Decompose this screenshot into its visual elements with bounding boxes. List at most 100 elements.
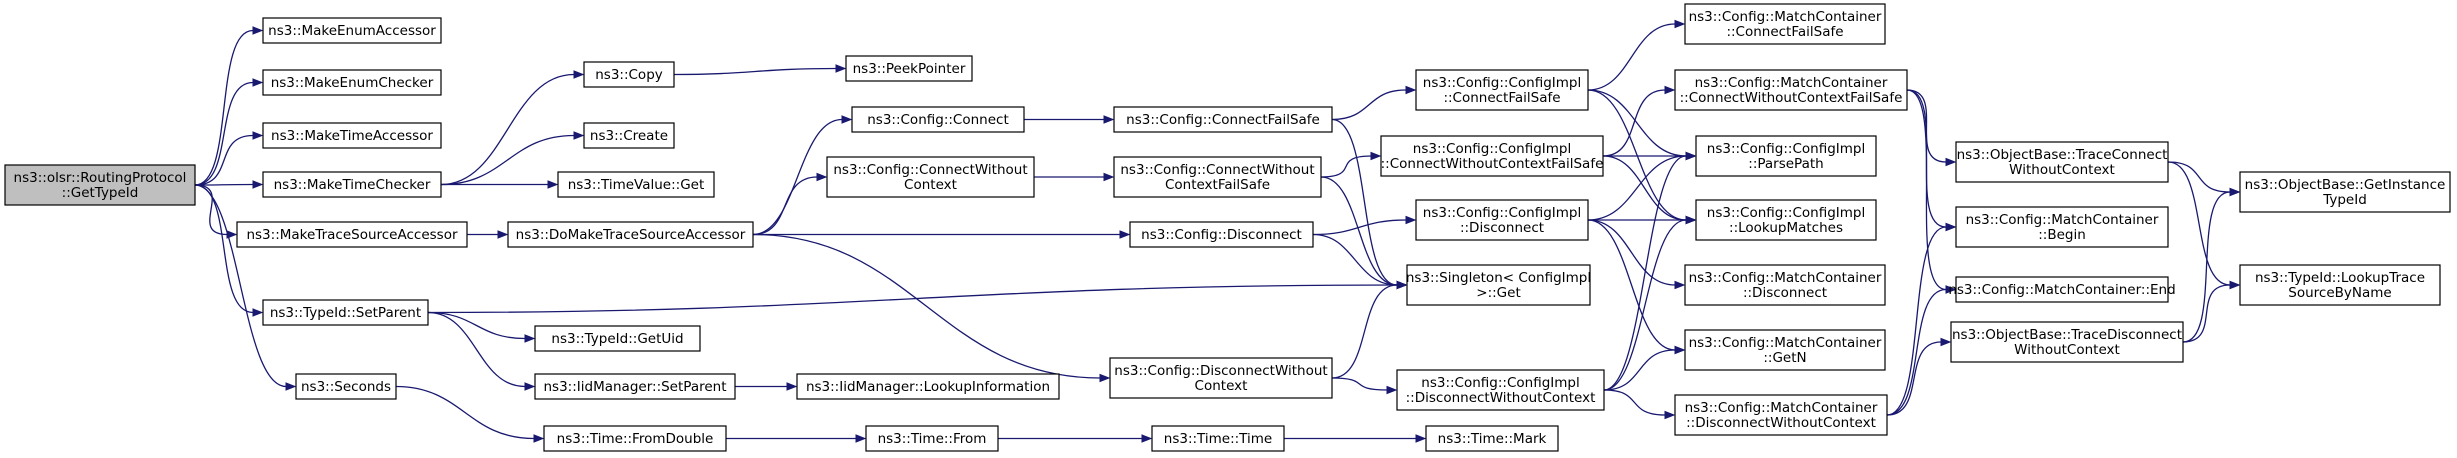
edge-implConnectWOFS-to-mcConnectWOFS xyxy=(1602,85,1676,157)
node-iidLookup[interactable]: ns3::IidManager::LookupInformation xyxy=(796,373,1060,400)
node-box xyxy=(262,122,442,149)
node-label: ::Disconnect xyxy=(1743,285,1827,301)
node-lookupMatches[interactable]: ns3::Config::ConfigImpl::LookupMatches xyxy=(1695,199,1877,241)
node-box xyxy=(2239,264,2441,306)
node-implConnectWOFS[interactable]: ns3::Config::ConfigImpl::ConnectWithoutC… xyxy=(1380,135,1604,177)
edge-arrowhead xyxy=(1396,280,1408,290)
edge-cfgDisconnect-to-implDisconnect xyxy=(1312,215,1417,236)
node-singleton[interactable]: ns3::Singleton< ConfigImpl >::Get xyxy=(1406,264,1591,306)
edge-arrowhead xyxy=(1945,285,1957,294)
node-timeFrom[interactable]: ns3::Time::From xyxy=(865,425,999,452)
node-label: ns3::Config::MatchContainer::End xyxy=(1948,282,2175,298)
edge-implConnectWOFS-to-lookupMatches xyxy=(1602,155,1697,225)
node-mcConnectFS[interactable]: ns3::Config::MatchContainer::ConnectFail… xyxy=(1684,3,1886,45)
node-label: TypeId xyxy=(2322,192,2367,208)
node-cfgConnectWO[interactable]: ns3::Config::ConnectWithoutContext xyxy=(826,156,1035,198)
edge-arrowhead xyxy=(573,70,585,79)
edge-cfgDisconnectWO-to-singleton xyxy=(1331,280,1408,379)
node-create[interactable]: ns3::Create xyxy=(583,122,675,149)
node-label: ns3::Singleton< ConfigImpl xyxy=(1406,270,1591,286)
node-box xyxy=(1955,141,2169,183)
node-label: ::Begin xyxy=(2038,227,2086,243)
edge-line xyxy=(1312,233,1398,286)
node-box xyxy=(543,425,727,452)
node-mkEnumAcc[interactable]: ns3::MakeEnumAccessor xyxy=(262,17,442,44)
node-mcEnd[interactable]: ns3::Config::MatchContainer::End xyxy=(1948,276,2176,303)
node-label: ns3::TypeId::SetParent xyxy=(270,305,421,321)
node-label: ns3::Config::MatchContainer xyxy=(1689,9,1882,25)
node-cfgConnectFS[interactable]: ns3::Config::ConnectFailSafe xyxy=(1113,106,1333,133)
node-mcDisconnect[interactable]: ns3::Config::MatchContainer::Disconnect xyxy=(1684,264,1886,306)
node-mcGetN[interactable]: ns3::Config::MatchContainer::GetN xyxy=(1684,329,1886,371)
node-mcConnectWOFS[interactable]: ns3::Config::MatchContainer::ConnectWith… xyxy=(1674,69,1908,111)
node-mcDisconnectWO[interactable]: ns3::Config::MatchContainer::DisconnectW… xyxy=(1674,394,1888,436)
edge-line xyxy=(1603,219,1687,391)
node-box xyxy=(826,156,1035,198)
node-implDisconnectWO[interactable]: ns3::Config::ConfigImpl::DisconnectWitho… xyxy=(1396,369,1605,411)
node-layer: ns3::olsr::RoutingProtocol::GetTypeIdns3… xyxy=(4,3,2451,452)
node-fromDouble[interactable]: ns3::Time::FromDouble xyxy=(543,425,727,452)
node-cfgDisconnectWO[interactable]: ns3::Config::DisconnectWithoutContext xyxy=(1109,357,1333,399)
node-seconds[interactable]: ns3::Seconds xyxy=(295,373,397,400)
node-label: ns3::Config::ConnectWithout xyxy=(833,162,1027,178)
node-label: ns3::IidManager::SetParent xyxy=(544,379,727,395)
node-cfgDisconnect[interactable]: ns3::Config::Disconnect xyxy=(1129,221,1314,248)
node-label: SourceByName xyxy=(2288,285,2391,301)
edge-line xyxy=(1603,155,1687,391)
node-copy[interactable]: ns3::Copy xyxy=(583,61,675,88)
edge-arrowhead xyxy=(1664,410,1676,420)
node-label: ::LookupMatches xyxy=(1729,220,1843,236)
node-obTraceConnectWO[interactable]: ns3::ObjectBase::TraceConnectWithoutCont… xyxy=(1955,141,2169,183)
node-obTraceDisconnectWO[interactable]: ns3::ObjectBase::TraceDisconnectWithoutC… xyxy=(1950,321,2184,363)
edge-root-to-seconds xyxy=(194,184,297,391)
node-timeTime[interactable]: ns3::Time::Time xyxy=(1151,425,1285,452)
node-box xyxy=(1415,69,1589,111)
node-label: ::ConnectFailSafe xyxy=(1726,24,1843,40)
edge-obTraceDisconnectWO-to-tidLookupTrace xyxy=(2182,280,2241,343)
node-label: ns3::IidManager::LookupInformation xyxy=(806,379,1050,395)
node-cfgConnect[interactable]: ns3::Config::Connect xyxy=(851,106,1025,133)
node-label: ns3::Config::ConfigImpl xyxy=(1423,75,1581,91)
edge-line xyxy=(440,134,575,186)
node-label: ns3::Time::Mark xyxy=(1438,431,1547,447)
edge-root-to-mkTimeChk xyxy=(194,180,264,189)
node-mcBegin[interactable]: ns3::Config::MatchContainer::Begin xyxy=(1955,206,2169,248)
node-label: ns3::ObjectBase::TraceConnect xyxy=(1957,147,2168,163)
node-box xyxy=(1129,221,1314,248)
node-doMTSA[interactable]: ns3::DoMakeTraceSourceAccessor xyxy=(507,221,754,248)
edge-implDisconnectWO-to-mcGetN xyxy=(1603,345,1686,391)
node-peek[interactable]: ns3::PeekPointer xyxy=(845,55,973,82)
node-tvGet[interactable]: ns3::TimeValue::Get xyxy=(557,171,715,198)
node-tidSetParent[interactable]: ns3::TypeId::SetParent xyxy=(262,299,429,326)
node-mkEnumChk[interactable]: ns3::MakeEnumChecker xyxy=(262,69,442,96)
edge-doMTSA-to-cfgConnect xyxy=(752,115,853,236)
node-mkTimeChk[interactable]: ns3::MakeTimeChecker xyxy=(262,171,442,198)
edge-line xyxy=(1331,118,1398,286)
edge-root-to-mkEnumAcc xyxy=(194,26,264,186)
node-implDisconnect[interactable]: ns3::Config::ConfigImpl::Disconnect xyxy=(1415,199,1589,241)
node-box xyxy=(1674,69,1908,111)
node-timeMark[interactable]: ns3::Time::Mark xyxy=(1425,425,1559,452)
node-getUid[interactable]: ns3::TypeId::GetUid xyxy=(534,325,701,352)
node-mkTSA[interactable]: ns3::MakeTraceSourceAccessor xyxy=(236,221,468,248)
node-mkTimeAcc[interactable]: ns3::MakeTimeAccessor xyxy=(262,122,442,149)
edge-line xyxy=(1331,284,1398,379)
node-cfgConnectWOFS[interactable]: ns3::Config::ConnectWithoutContextFailSa… xyxy=(1113,156,1322,198)
edge-arrowhead xyxy=(1103,172,1115,182)
node-iidSetParent[interactable]: ns3::IidManager::SetParent xyxy=(534,373,736,400)
node-box xyxy=(865,425,999,452)
edge-line xyxy=(194,184,287,388)
edge-fromDouble-to-timeFrom xyxy=(725,434,867,443)
node-box xyxy=(2239,171,2451,213)
node-label: ns3::MakeTimeChecker xyxy=(274,177,431,193)
node-parsePath[interactable]: ns3::Config::ConfigImpl::ParsePath xyxy=(1695,135,1877,177)
edge-arrowhead xyxy=(1099,373,1111,383)
node-implConnectFS[interactable]: ns3::Config::ConfigImpl::ConnectFailSafe xyxy=(1415,69,1589,111)
edge-implDisconnectWO-to-mcDisconnectWO xyxy=(1603,389,1676,420)
edge-implDisconnect-to-mcGetN xyxy=(1587,219,1686,355)
node-root[interactable]: ns3::olsr::RoutingProtocol::GetTypeId xyxy=(4,164,196,206)
edge-arrowhead xyxy=(1940,337,1952,347)
edge-arrowhead xyxy=(533,434,545,443)
